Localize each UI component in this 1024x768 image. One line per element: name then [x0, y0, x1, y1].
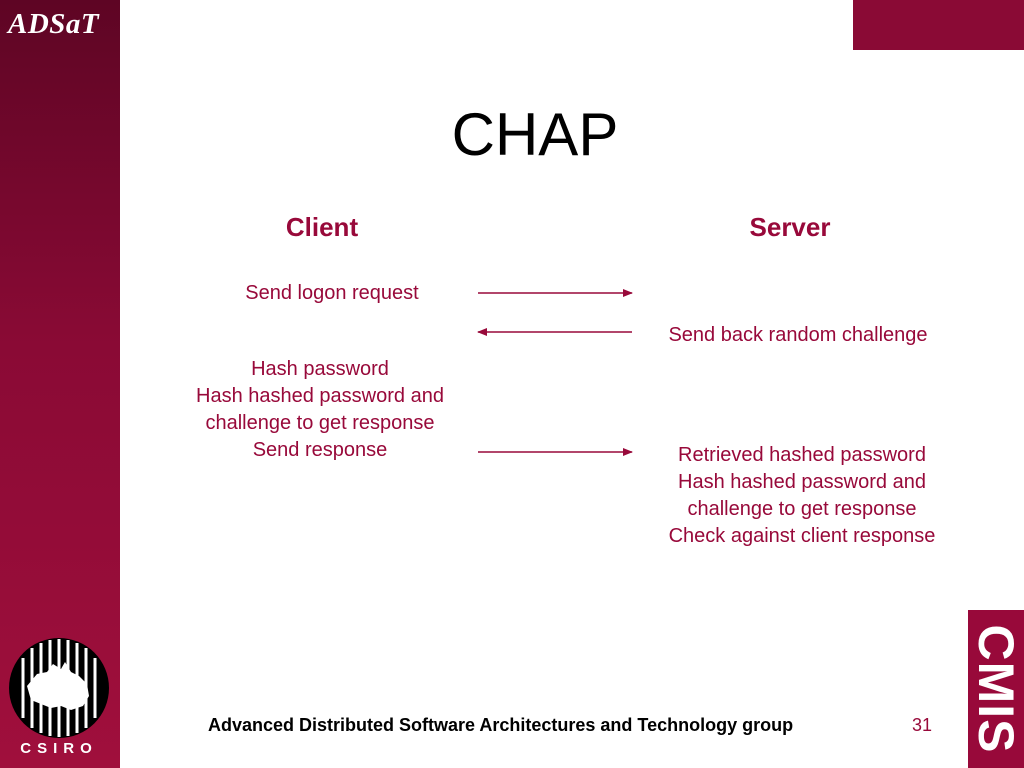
server-step-random-challenge: Send back random challenge — [668, 324, 928, 346]
client-heading: Client — [285, 212, 359, 242]
client-step-hash-and-respond: Hash password Hash hashed password and c… — [160, 356, 480, 464]
server-step-line: challenge to get response — [687, 498, 917, 520]
client-step-logon-request: Send logon request — [245, 282, 419, 304]
server-step-line: Hash hashed password and — [678, 471, 926, 493]
server-heading: Server — [749, 212, 831, 242]
server-step-verify: Retrieved hashed password Hash hashed pa… — [632, 442, 972, 550]
cmis-wordmark: CMIS — [968, 624, 1024, 754]
brand-logo: ADSaT — [8, 8, 100, 40]
footer-group-name: Advanced Distributed Software Architectu… — [208, 715, 794, 735]
client-step-line: Hash password — [251, 358, 389, 380]
sidebar-band: ADSaT CSIRO — [0, 0, 120, 768]
csiro-wordmark: CSIRO — [20, 740, 98, 757]
csiro-emblem-icon — [9, 638, 109, 738]
client-step-line: Send response — [252, 439, 388, 461]
page-title: CHAP — [451, 101, 619, 168]
top-accent-block — [853, 0, 1024, 50]
page-number: 31 — [912, 715, 933, 735]
client-step-line: challenge to get response — [205, 412, 435, 434]
server-step-line: Retrieved hashed password — [678, 444, 926, 466]
csiro-logo: CSIRO — [7, 636, 111, 761]
cmis-logo: CMIS — [968, 610, 1024, 768]
server-step-line: Check against client response — [668, 525, 936, 547]
client-step-line: Hash hashed password and — [196, 385, 444, 407]
